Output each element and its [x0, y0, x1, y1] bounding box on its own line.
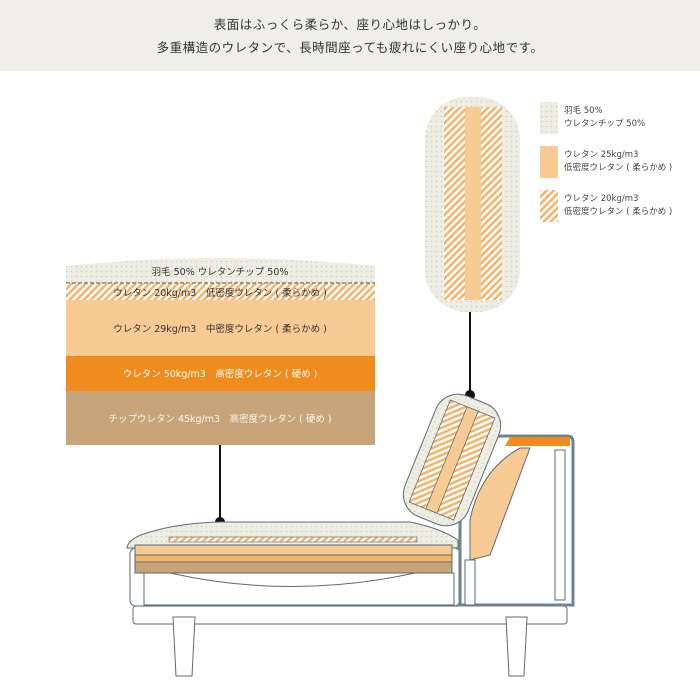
header-line-2: 多重構造のウレタンで、長時間座っても疲れにくい座り心地です。 [156, 39, 544, 55]
back-cushion-detail [425, 97, 520, 312]
backrest-foam [469, 447, 531, 561]
legend-item-2-line1: ウレタン 25kg/m3 [564, 150, 639, 160]
sofa-leg-front [172, 616, 196, 677]
sofa-illustration [126, 393, 575, 677]
legend-item-3-line1: ウレタン 20kg/m3 [564, 194, 639, 204]
layer-stack: 羽毛 50% ウレタンチップ 50% ウレタン 20kg/m3 低密度ウレタン … [66, 258, 375, 445]
legend-item-1-line2: ウレタンチップ 50% [564, 119, 646, 129]
layer-label-4: ウレタン 50kg/m3 高密度ウレタン ( 硬め ) [123, 368, 318, 380]
legend-item-2: ウレタン 25kg/m3 低密度ウレタン ( 柔らかめ ) [564, 149, 672, 175]
layer-urethane-50 [66, 356, 375, 391]
layer-label-1: 羽毛 50% ウレタンチップ 50% [152, 266, 289, 278]
layer-label-3: ウレタン 29kg/m3 中密度ウレタン ( 柔らかめ ) [113, 323, 327, 335]
armrest-top [505, 437, 570, 446]
legend-item-3: ウレタン 20kg/m3 低密度ウレタン ( 柔らかめ ) [564, 193, 672, 219]
layer-urethane-20 [66, 283, 375, 300]
layer-label-5: チップウレタン 45kg/m3 高密度ウレタン ( 硬め ) [108, 413, 331, 425]
legend-item-1: 羽毛 50% ウレタンチップ 50% [564, 105, 645, 131]
seat-cushion-top [126, 521, 459, 549]
layer-urethane-29 [66, 300, 375, 356]
legend-item-1-line1: 羽毛 50% [564, 106, 603, 116]
legend-item-2-line2: 低密度ウレタン ( 柔らかめ ) [564, 163, 673, 173]
layer-label-2: ウレタン 20kg/m3 低密度ウレタン ( 柔らかめ ) [113, 287, 327, 299]
layer-chip-urethane-45 [66, 391, 375, 445]
sofa-leg-back [505, 616, 528, 677]
legend-item-3-line2: 低密度ウレタン ( 柔らかめ ) [564, 207, 673, 217]
layer-feather-chip [66, 258, 375, 283]
header-line-1: 表面はふっくら柔らか、座り心地はしっかり。 [213, 16, 487, 32]
header-banner: 表面はふっくら柔らか、座り心地はしっかり。 多重構造のウレタンで、長時間座っても… [0, 0, 700, 71]
